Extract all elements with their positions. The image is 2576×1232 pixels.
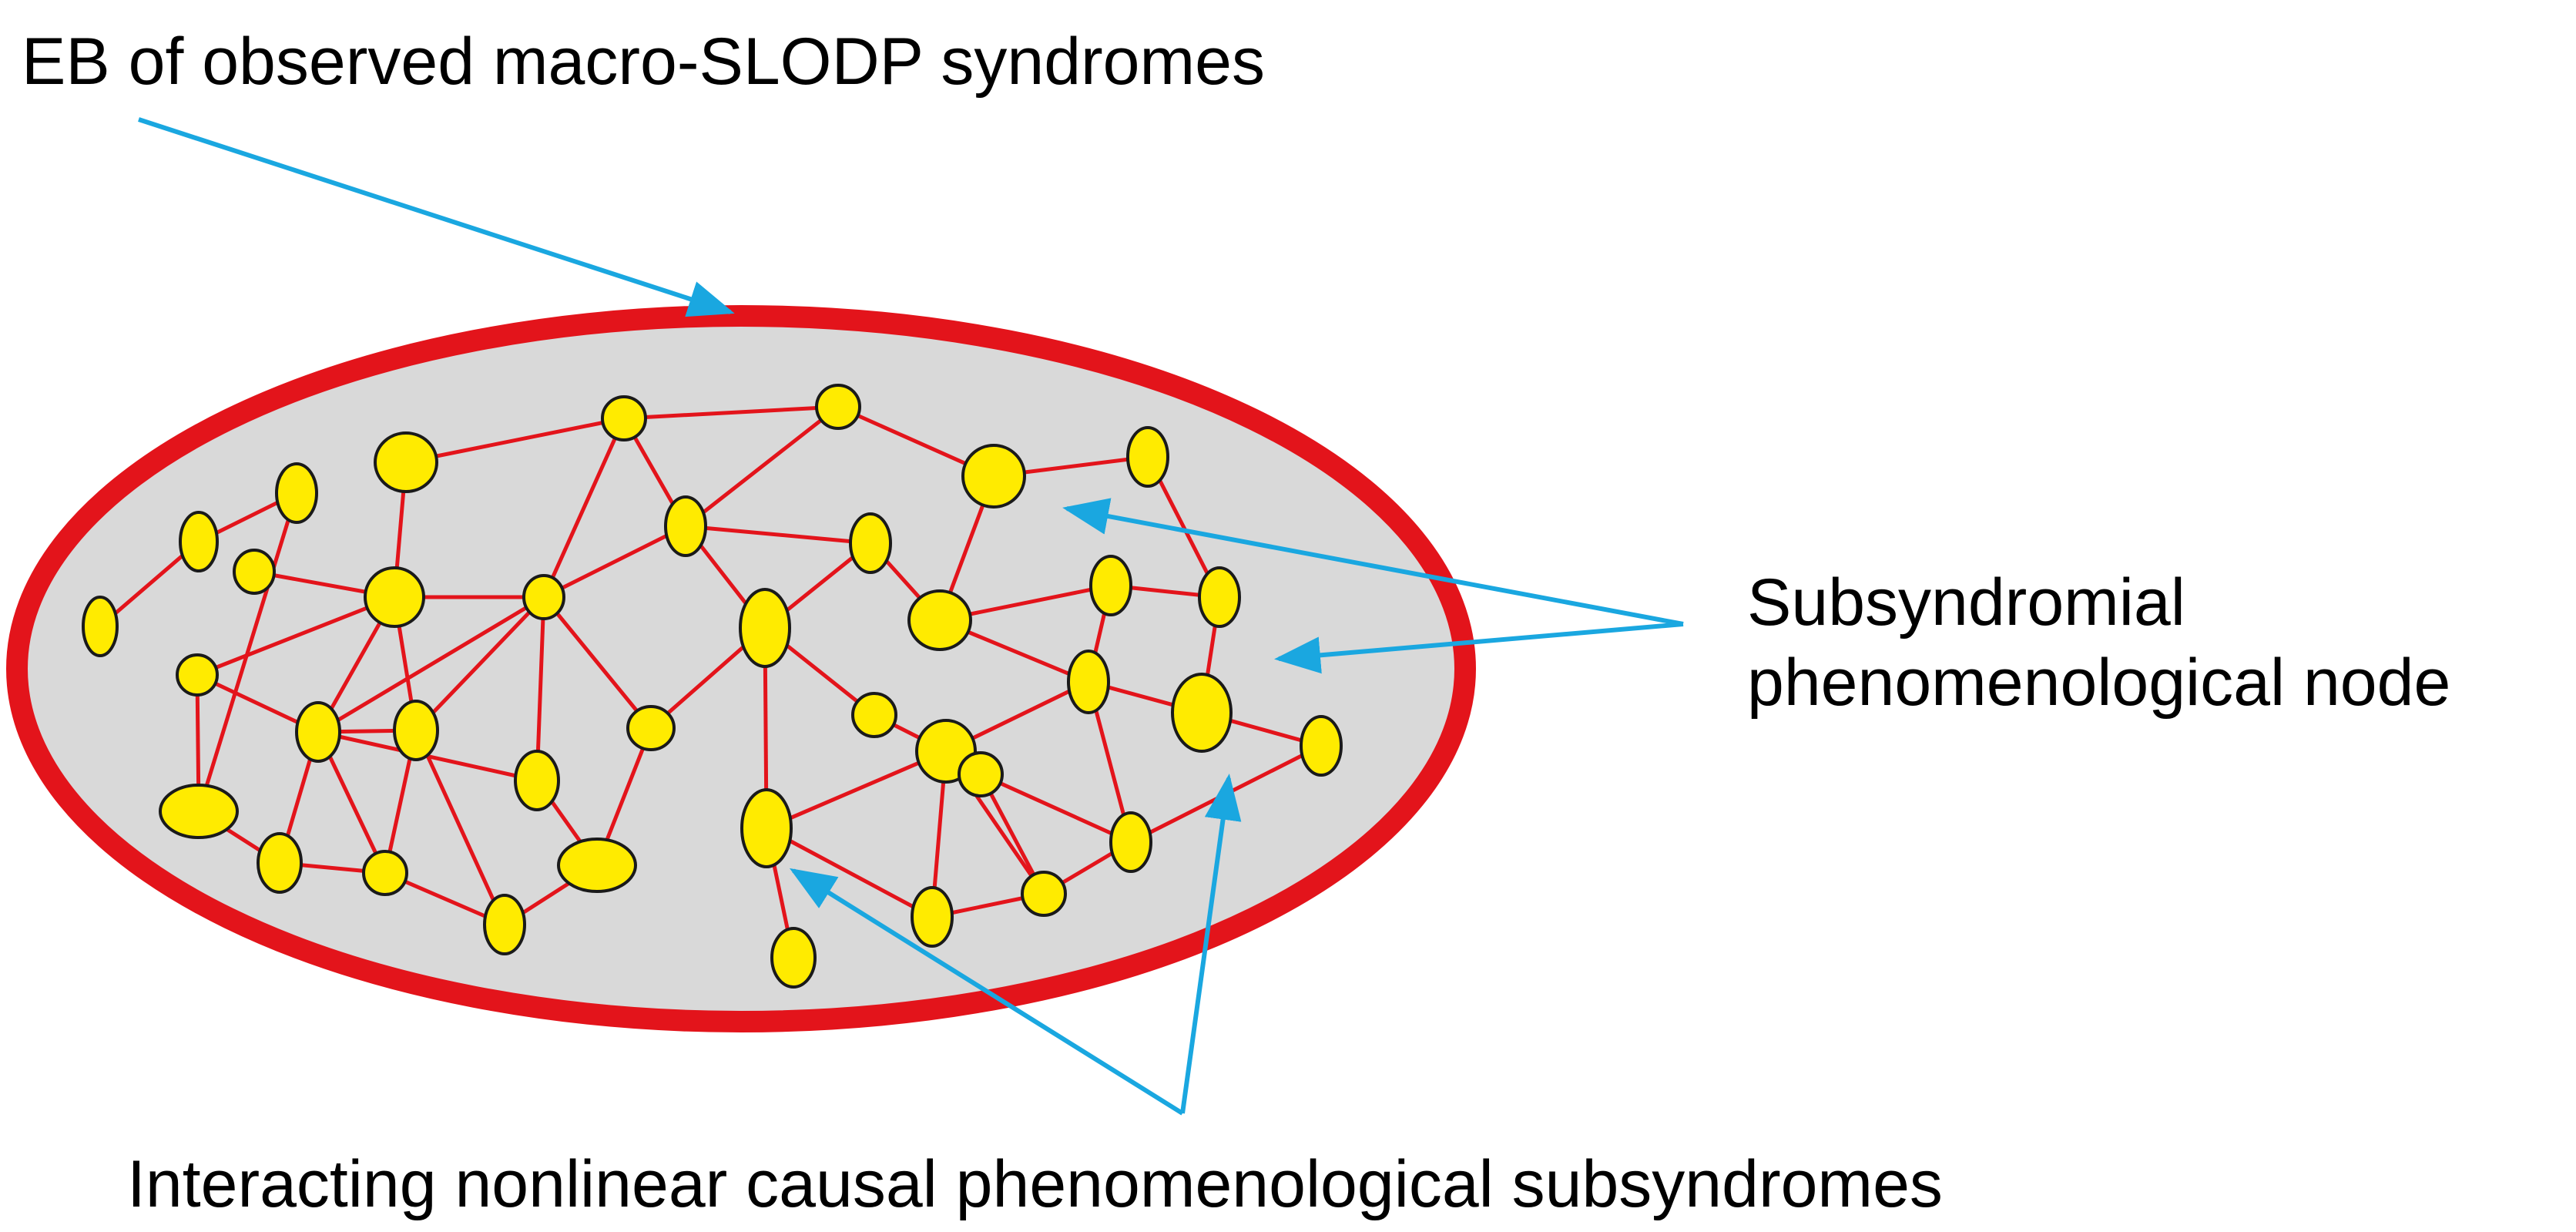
phenomenological-node (815, 384, 861, 430)
subsyndrome-pointer-arrow (1180, 774, 1242, 1114)
phenomenological-node (364, 566, 425, 628)
phenomenological-node (1171, 673, 1233, 753)
eb-label: EB of observed macro-SLODP syndromes (22, 25, 1265, 99)
phenomenological-node (961, 444, 1026, 509)
network-edge (196, 595, 395, 677)
phenomenological-node (911, 886, 954, 948)
phenomenological-node (1067, 650, 1110, 714)
phenomenological-node (82, 596, 119, 657)
network-edge (542, 524, 687, 599)
phenomenological-node (233, 549, 276, 595)
network-edge (685, 524, 871, 546)
phenomenological-node (514, 750, 560, 811)
node-pointer-arrow (1062, 498, 1684, 626)
node-label-line2: phenomenological node (1747, 646, 2451, 720)
network-edge (196, 492, 299, 812)
network-edge (542, 417, 626, 599)
network-edge (317, 595, 545, 734)
phenomenological-node (1089, 555, 1132, 616)
node-group (82, 384, 1343, 989)
phenomenological-node (907, 589, 972, 651)
node-pointer-arrow (1274, 622, 1684, 674)
phenomenological-node (257, 832, 303, 894)
phenomenological-node (159, 784, 239, 839)
phenomenological-node (601, 395, 647, 441)
subsyndrome-pointer-arrow (789, 868, 1184, 1116)
network-edge (542, 596, 652, 730)
network-edge (405, 416, 625, 465)
phenomenological-node (664, 495, 707, 557)
phenomenological-node (522, 574, 565, 620)
phenomenological-node (1300, 715, 1343, 777)
subsyndromes-label: Interacting nonlinear causal phenomenolo… (127, 1147, 1943, 1221)
phenomenological-node (739, 588, 791, 668)
phenomenological-node (179, 511, 219, 572)
network-edge (684, 405, 840, 528)
phenomenological-node (1109, 811, 1152, 873)
phenomenological-node (374, 431, 438, 493)
phenomenological-node (1198, 566, 1241, 628)
phenomenological-node (851, 692, 897, 738)
network-edge (765, 826, 934, 919)
network-edge (623, 405, 839, 421)
phenomenological-node (557, 838, 637, 893)
phenomenological-node (770, 927, 817, 989)
network-edge (979, 772, 1132, 844)
network-edge (414, 729, 507, 926)
node-label-line1: Subsyndromial (1747, 566, 2185, 639)
phenomenological-node (362, 850, 408, 896)
phenomenological-node (849, 512, 892, 574)
phenomenological-node (1021, 871, 1067, 917)
node-label: Subsyndromial phenomenological node (1747, 562, 2450, 723)
phenomenological-node (275, 462, 318, 524)
network-edge (766, 749, 947, 831)
eb-boundary-ellipse (6, 305, 1476, 1032)
network-edge (414, 596, 545, 732)
phenomenological-node (626, 705, 676, 751)
phenomenological-node (958, 751, 1004, 797)
phenomenological-node (1126, 426, 1169, 488)
eb-pointer-arrow (138, 117, 735, 317)
arrow-group (138, 117, 1684, 1116)
phenomenological-node (393, 700, 439, 761)
phenomenological-node (295, 701, 341, 763)
phenomenological-node (176, 653, 219, 697)
phenomenological-node (740, 788, 793, 868)
phenomenological-node (483, 894, 526, 955)
